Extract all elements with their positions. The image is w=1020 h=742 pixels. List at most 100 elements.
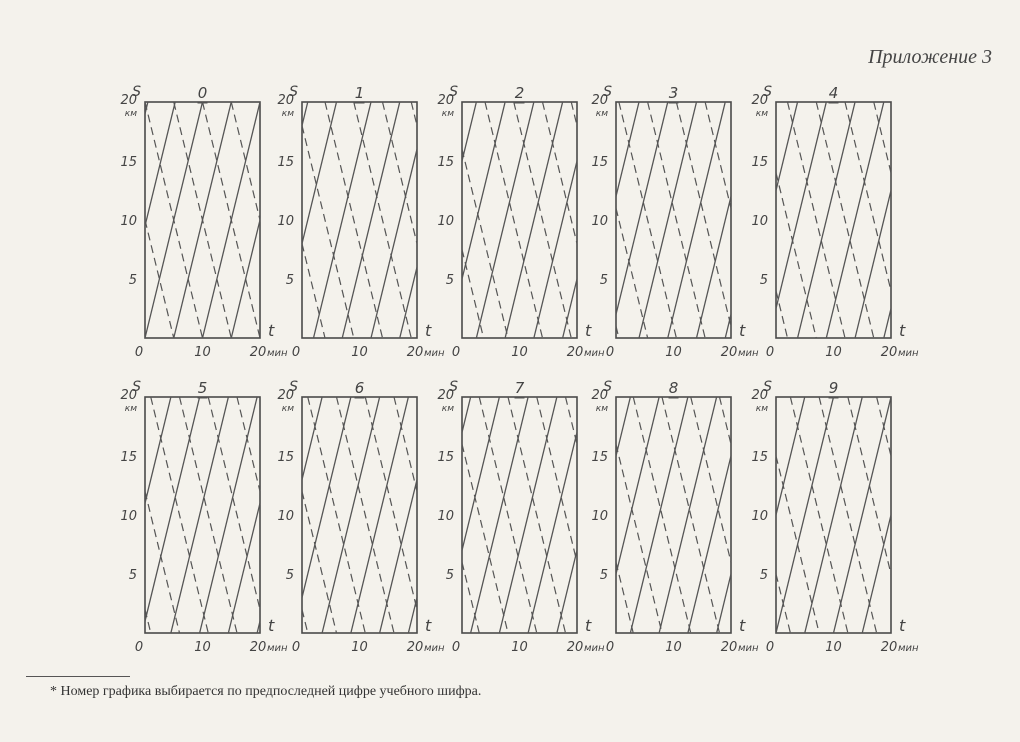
x-tick-label: 20	[721, 345, 738, 360]
solid-trajectory	[667, 101, 726, 339]
dashed-trajectory	[775, 573, 791, 634]
x-tick-label: 20	[721, 640, 738, 655]
solid-trajectory	[461, 101, 478, 162]
x-tick-label: 10	[665, 345, 682, 360]
footnote: * Номер графика выбирается по предпослед…	[50, 684, 482, 699]
dashed-trajectory	[364, 396, 418, 610]
dashed-trajectory	[675, 101, 732, 327]
x-tick-label: 0	[766, 640, 774, 655]
x-tick-label: 10	[351, 640, 368, 655]
solid-trajectory	[227, 503, 261, 634]
dashed-trajectory	[301, 243, 326, 339]
solid-trajectory	[301, 396, 352, 598]
solid-trajectory	[533, 160, 578, 339]
solid-trajectory	[498, 396, 558, 634]
y-tick-label: 20	[751, 93, 768, 108]
dashed-trajectory	[307, 396, 366, 634]
solid-trajectory	[144, 396, 172, 504]
dashed-trajectory	[461, 562, 480, 634]
dashed-trajectory	[775, 172, 817, 339]
dashed-trajectory	[173, 101, 232, 339]
solid-trajectory	[301, 101, 309, 126]
y-tick-label: 20	[591, 388, 608, 403]
solid-trajectory	[399, 267, 418, 339]
y-tick-label: 20	[437, 388, 454, 403]
x-axis-symbol: t	[425, 616, 432, 635]
y-unit-label: км	[125, 109, 137, 119]
dashed-trajectory	[207, 396, 261, 610]
x-axis-symbol: t	[739, 321, 746, 340]
chart-number: 2	[515, 84, 525, 102]
y-axis-symbol: S	[603, 84, 612, 100]
y-tick-label: 15	[591, 155, 608, 170]
y-tick-label: 15	[120, 450, 137, 465]
y-unit-label: км	[282, 109, 294, 119]
solid-trajectory	[854, 190, 892, 339]
x-tick-label: 10	[194, 345, 211, 360]
dashed-trajectory	[236, 396, 261, 492]
solid-trajectory	[615, 396, 660, 575]
dashed-trajectory	[144, 609, 152, 634]
dashed-trajectory	[718, 396, 732, 445]
y-axis-symbol: S	[449, 84, 458, 100]
solid-trajectory	[378, 479, 418, 634]
appendix-label: Приложение 3	[868, 46, 992, 68]
y-tick-label: 5	[760, 273, 768, 288]
dashed-trajectory	[704, 101, 732, 209]
x-tick-label: 20	[567, 345, 584, 360]
y-tick-label: 5	[129, 568, 137, 583]
solid-trajectory	[350, 396, 410, 634]
dashed-trajectory	[789, 396, 849, 634]
solid-trajectory	[301, 396, 323, 480]
y-tick-label: 20	[751, 388, 768, 403]
y-tick-label: 20	[120, 93, 137, 108]
x-unit-label: мин	[898, 348, 919, 359]
solid-trajectory	[461, 101, 506, 280]
x-tick-label: 10	[351, 345, 368, 360]
solid-trajectory	[775, 101, 827, 309]
y-axis-symbol: S	[449, 379, 458, 395]
solid-trajectory	[561, 278, 578, 339]
x-axis-symbol: t	[585, 321, 592, 340]
dashed-trajectory	[775, 290, 789, 339]
solid-trajectory	[556, 550, 578, 634]
dashed-trajectory	[201, 101, 261, 339]
y-tick-label: 10	[591, 214, 608, 229]
x-tick-label: 0	[452, 345, 460, 360]
dashed-trajectory	[301, 609, 309, 634]
y-tick-label: 15	[437, 155, 454, 170]
y-axis-symbol: S	[289, 84, 298, 100]
plot-frame	[775, 101, 892, 339]
solid-trajectory	[615, 101, 640, 197]
x-unit-label: мин	[267, 348, 288, 359]
x-axis-symbol: t	[899, 321, 906, 340]
dashed-trajectory	[301, 491, 338, 634]
y-tick-label: 5	[760, 568, 768, 583]
x-tick-label: 20	[567, 640, 584, 655]
y-tick-label: 5	[446, 568, 454, 583]
y-tick-label: 5	[129, 273, 137, 288]
y-tick-label: 15	[437, 450, 454, 465]
x-tick-label: 0	[292, 640, 300, 655]
y-axis-symbol: S	[289, 379, 298, 395]
solid-trajectory	[615, 101, 669, 315]
y-tick-label: 10	[591, 509, 608, 524]
plot-frame	[301, 101, 418, 339]
solid-trajectory	[341, 101, 401, 339]
y-tick-label: 5	[446, 273, 454, 288]
dashed-trajectory	[844, 101, 892, 291]
dashed-trajectory	[775, 455, 820, 634]
y-tick-label: 10	[277, 509, 294, 524]
dashed-trajectory	[564, 396, 578, 445]
chart-number: 5	[198, 379, 208, 397]
dashed-trajectory	[818, 396, 878, 634]
x-axis-symbol: t	[268, 321, 275, 340]
dashed-trajectory	[150, 396, 209, 634]
solid-trajectory	[804, 396, 863, 634]
solid-trajectory	[715, 573, 732, 634]
